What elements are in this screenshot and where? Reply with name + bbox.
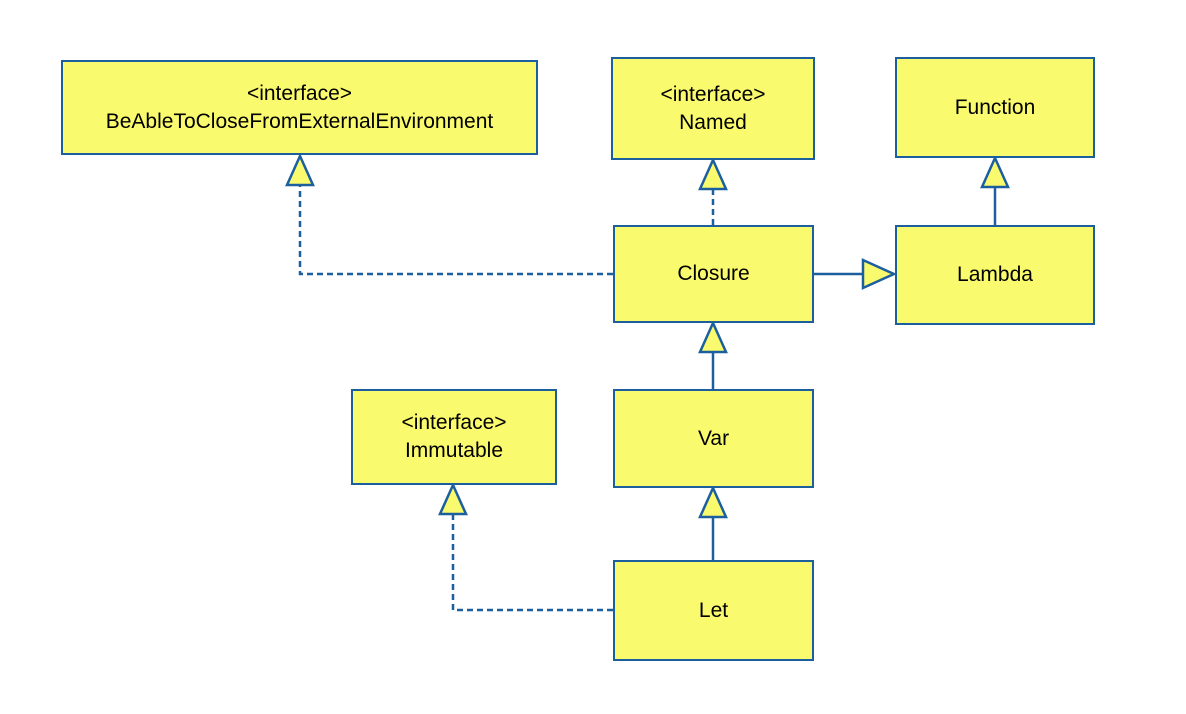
node-label: Immutable <box>404 439 504 462</box>
node-stereotype: <interface> <box>660 82 766 106</box>
node-closure: Closure <box>613 225 814 323</box>
relation-closure-lambda <box>814 258 898 290</box>
node-label: BeAbleToCloseFromExternalEnvironment <box>105 109 494 133</box>
hollow-triangle-icon <box>698 319 728 354</box>
node-let: Let <box>613 560 814 661</box>
node-label: Let <box>698 598 729 622</box>
hollow-triangle-icon <box>438 481 468 516</box>
node-label: Var <box>697 426 730 450</box>
node-lambda: Lambda <box>895 225 1095 325</box>
node-stereotype: <interface> <box>401 411 507 435</box>
node-function: Function <box>895 57 1095 158</box>
relation-let-var <box>698 484 728 560</box>
node-label: Function <box>954 95 1036 119</box>
relation-closure-beable <box>285 152 613 276</box>
hollow-triangle-icon <box>698 156 728 191</box>
hollow-triangle-icon <box>698 484 728 519</box>
node-immutable: <interface> Immutable <box>351 389 557 485</box>
node-beabletoclosefromexternalenvironment: <interface> BeAbleToCloseFromExternalEnv… <box>61 60 538 155</box>
relation-let-immutable <box>438 481 613 612</box>
hollow-triangle-icon <box>861 258 898 290</box>
node-label: Named <box>679 110 747 134</box>
hollow-triangle-icon <box>980 154 1010 189</box>
relation-var-closure <box>698 319 728 389</box>
relation-lambda-function <box>980 154 1010 225</box>
node-label: Closure <box>677 262 750 286</box>
relation-closure-named <box>698 156 728 225</box>
node-stereotype: <interface> <box>246 81 353 105</box>
node-label: Lambda <box>957 263 1033 287</box>
hollow-triangle-icon <box>285 152 315 187</box>
node-named: <interface> Named <box>611 57 815 160</box>
relation-line <box>451 514 613 612</box>
node-var: Var <box>613 389 814 488</box>
relation-line <box>298 185 613 276</box>
